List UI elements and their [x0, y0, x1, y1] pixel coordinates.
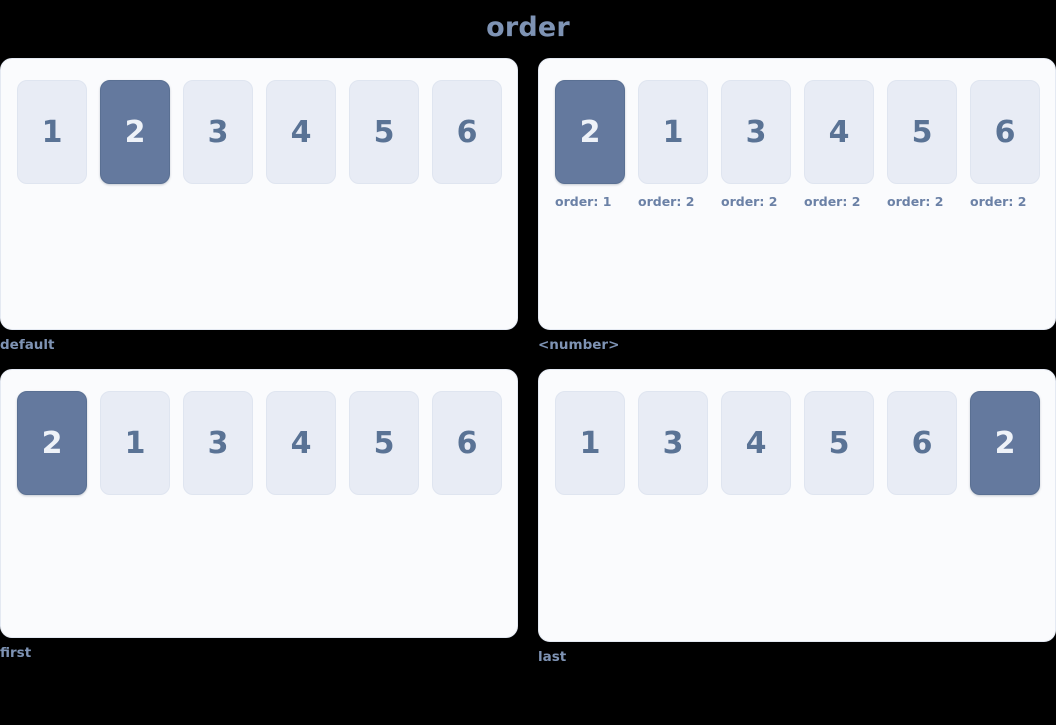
order-item[interactable]: 4	[266, 391, 336, 495]
list-item: 2	[970, 391, 1040, 495]
list-item: 1	[17, 80, 87, 184]
panel-caption-last: last	[538, 649, 567, 665]
order-item[interactable]: 3	[638, 391, 708, 495]
order-value-label: order: 2	[970, 194, 1027, 209]
order-item[interactable]: 5	[349, 80, 419, 184]
order-item[interactable]: 3	[183, 80, 253, 184]
list-item: 4	[721, 391, 791, 495]
order-item-selected[interactable]: 2	[970, 391, 1040, 495]
list-item: 4	[266, 391, 336, 495]
order-item-selected[interactable]: 2	[100, 80, 170, 184]
list-item: 5	[349, 80, 419, 184]
list-item: 3 order: 2	[721, 80, 791, 209]
order-item[interactable]: 4	[266, 80, 336, 184]
list-item: 5	[349, 391, 419, 495]
order-item[interactable]: 1	[100, 391, 170, 495]
list-item: 6	[432, 391, 502, 495]
order-value-label: order: 2	[887, 194, 944, 209]
list-item: 3	[638, 391, 708, 495]
order-item[interactable]: 3	[183, 391, 253, 495]
order-item[interactable]: 3	[721, 80, 791, 184]
panel-caption-default: default	[0, 337, 55, 353]
order-value-label: order: 2	[638, 194, 695, 209]
list-item: 6	[887, 391, 957, 495]
order-value-label: order: 1	[555, 194, 612, 209]
panel-cell-number: 2 order: 1 1 order: 2 3 order: 2 4 order: 2 5 ord…	[538, 58, 1056, 354]
order-item[interactable]: 6	[432, 80, 502, 184]
panel-caption-number: <number>	[538, 337, 620, 353]
list-item: 5 order: 2	[887, 80, 957, 209]
order-item[interactable]: 4	[804, 80, 874, 184]
list-item: 1	[555, 391, 625, 495]
order-item[interactable]: 4	[721, 391, 791, 495]
order-value-label: order: 2	[804, 194, 861, 209]
demo-panel-number: 2 order: 1 1 order: 2 3 order: 2 4 order: 2 5 ord…	[538, 58, 1056, 330]
list-item: 1	[100, 391, 170, 495]
order-value-label: order: 2	[721, 194, 778, 209]
list-item: 5	[804, 391, 874, 495]
list-item: 3	[183, 391, 253, 495]
list-item: 6 order: 2	[970, 80, 1040, 209]
panel-caption-first: first	[0, 645, 32, 661]
list-item: 6	[432, 80, 502, 184]
list-item: 4 order: 2	[804, 80, 874, 209]
order-item-selected[interactable]: 2	[17, 391, 87, 495]
page-title: order	[486, 12, 570, 43]
item-list-number: 2 order: 1 1 order: 2 3 order: 2 4 order: 2 5 ord…	[539, 59, 1055, 209]
list-item: 2	[17, 391, 87, 495]
order-item[interactable]: 5	[887, 80, 957, 184]
order-item[interactable]: 5	[349, 391, 419, 495]
list-item: 2	[100, 80, 170, 184]
order-item[interactable]: 1	[555, 391, 625, 495]
order-item[interactable]: 1	[17, 80, 87, 184]
list-item: 4	[266, 80, 336, 184]
list-item: 2 order: 1	[555, 80, 625, 209]
order-item[interactable]: 6	[970, 80, 1040, 184]
order-item[interactable]: 5	[804, 391, 874, 495]
order-item[interactable]: 6	[432, 391, 502, 495]
list-item: 3	[183, 80, 253, 184]
order-item[interactable]: 1	[638, 80, 708, 184]
order-item[interactable]: 6	[887, 391, 957, 495]
order-item-selected[interactable]: 2	[555, 80, 625, 184]
list-item: 1 order: 2	[638, 80, 708, 209]
